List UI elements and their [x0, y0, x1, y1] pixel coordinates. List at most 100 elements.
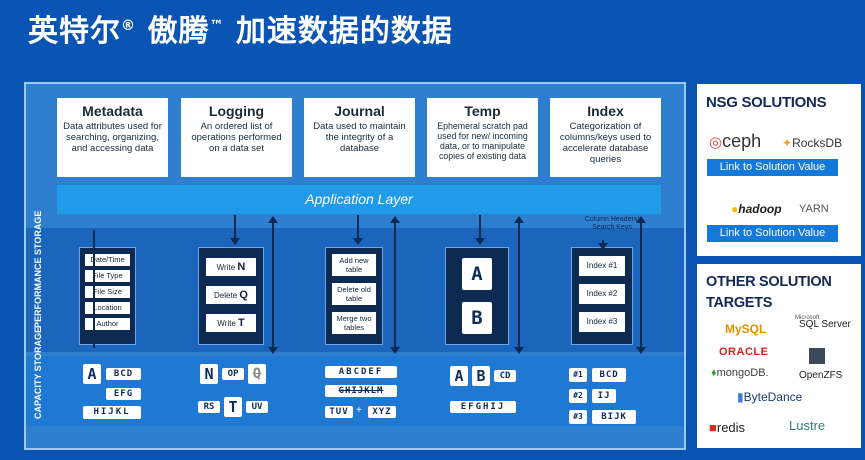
hadoop-logo: ●hadoop [731, 202, 782, 216]
logging-stack: Write N Delete Q Write T [198, 247, 264, 345]
capacity-tile-row: XYZ [368, 406, 396, 418]
link-to-solution-value-button[interactable]: Link to Solution Value [707, 225, 838, 242]
capacity-tile-row: TUV [325, 406, 353, 418]
card-index: Index Categorization of columns/keys use… [550, 98, 661, 177]
performance-tier-label: PERFORMANCE STORAGE [33, 210, 43, 328]
card-title: Temp [464, 103, 501, 119]
capacity-deleted-tile: Q [248, 364, 266, 384]
logo-text: ByteDance [743, 390, 803, 404]
card-description: An ordered list of operations performed … [191, 121, 282, 154]
journal-down-arrow [353, 215, 363, 245]
openzfs-icon [809, 348, 825, 364]
capacity-big-tile: A [450, 366, 468, 386]
capacity-tile-row: UV [246, 401, 268, 413]
index-number: #2 [569, 389, 587, 403]
metadata-stack: Date/Time File Type File Size Location A… [79, 247, 136, 345]
operation-key: Q [239, 289, 248, 301]
rocksdb-logo: ✦RocksDB [782, 136, 842, 150]
stack-item: Write N [206, 258, 256, 276]
rocksdb-icon: ✦ [782, 136, 793, 150]
index-note: Column Headers/ Search Keys [584, 216, 640, 231]
stack-item: Write T [206, 314, 256, 332]
openzfs-logo: OpenZFS [799, 370, 843, 381]
other-heading-line2: TARGETS [706, 295, 773, 311]
stack-item: Author [85, 318, 130, 330]
index-down-arrow [598, 240, 608, 250]
logging-bidirectional-arrow [268, 216, 278, 354]
card-journal: Journal Data used to maintain the integr… [304, 98, 415, 177]
card-title: Index [587, 103, 624, 119]
index-number: #1 [569, 368, 587, 382]
stack-item: Merge two tables [332, 312, 376, 334]
index-entry: #3 BIJK [569, 404, 637, 424]
temp-bidirectional-arrow [514, 216, 524, 354]
journal-stack: Add new table Delete old table Merge two… [325, 247, 383, 345]
temp-block-a: A [462, 258, 492, 290]
card-metadata: Metadata Data attributes used for search… [57, 98, 168, 177]
stack-item: Delete Q [206, 286, 256, 304]
logo-text: mongoDB. [716, 367, 769, 379]
card-title: Logging [208, 103, 265, 119]
capacity-tile-row: BCD [106, 368, 141, 380]
stack-item: File Size [85, 286, 130, 298]
operation-key: N [237, 261, 246, 273]
temp-down-arrow [475, 215, 485, 245]
card-logging: Logging An ordered list of operations pe… [181, 98, 292, 177]
capacity-big-tile: B [472, 366, 490, 386]
other-heading-line1: OTHER SOLUTION [706, 274, 832, 290]
capacity-tier-label: CAPACITY STORAGE [33, 326, 43, 419]
capacity-tile-row: HIJKL [83, 406, 141, 419]
title-product: 傲腾 [147, 14, 210, 49]
index-keys: BCD [592, 368, 627, 382]
stack-item: Index #3 [579, 312, 625, 332]
capacity-big-tile: A [83, 364, 101, 384]
diagram-stage: Metadata Data attributes used for search… [24, 82, 686, 450]
index-bidirectional-arrow [636, 216, 646, 354]
card-temp: Temp Ephemeral scratch pad used for new/… [427, 98, 538, 177]
capacity-tile-row: EFG [106, 388, 141, 400]
other-targets-panel: OTHER SOLUTION TARGETS MySQL Microsoft S… [697, 264, 861, 448]
operation-key: T [238, 317, 245, 329]
yarn-logo: YARN [799, 203, 829, 215]
logo-text: ceph [722, 131, 762, 151]
journal-bidirectional-arrow [390, 216, 400, 354]
capacity-big-tile: N [200, 364, 218, 384]
index-entry: #1 BCD [569, 362, 627, 382]
stack-item: Index #2 [579, 284, 625, 304]
index-keys: BIJK [592, 410, 637, 424]
card-title: Journal [334, 103, 385, 119]
registered-mark: ® [121, 18, 136, 34]
stack-item: Index #1 [579, 256, 625, 276]
stack-item: Date/Time [85, 254, 130, 266]
index-keys: IJ [592, 389, 617, 403]
hadoop-elephant-icon: ● [731, 202, 739, 216]
nsg-heading: NSG SOLUTIONS [706, 94, 827, 111]
stack-item: Delete old table [332, 283, 376, 305]
stack-item: File Type [85, 270, 130, 282]
bytedance-logo: ▮ByteDance [737, 390, 802, 404]
capacity-tile-row: EFGHIJ [450, 401, 516, 413]
trademark-mark: ™ [209, 18, 225, 34]
link-to-solution-value-button[interactable]: Link to Solution Value [707, 159, 838, 176]
temp-block-b: B [462, 302, 492, 334]
card-description: Data used to maintain the integrity of a… [313, 121, 406, 154]
nsg-solutions-panel: NSG SOLUTIONS ◎ceph ✦RocksDB Link to Sol… [697, 84, 861, 256]
operation-label: Write [216, 263, 238, 272]
logo-text: hadoop [738, 202, 782, 216]
metadata-flow-line [93, 230, 95, 348]
redis-logo: ■redis [709, 420, 745, 435]
logging-down-arrow [230, 215, 240, 245]
card-title: Metadata [82, 103, 143, 119]
lustre-logo: Lustre [789, 418, 826, 433]
mysql-logo: MySQL [725, 322, 767, 336]
title-rest: 加速数据的数据 [235, 14, 453, 49]
performance-tier: PERFORMANCE STORAGE Date/Time File Type … [26, 210, 684, 352]
redis-icon: ■ [709, 420, 717, 435]
capacity-tile-row: CD [494, 370, 516, 382]
ceph-icon: ◎ [709, 134, 723, 151]
card-description: Data attributes used for searching, orga… [63, 121, 162, 154]
leaf-icon: ♦ [711, 367, 717, 379]
merge-plus: + [356, 405, 362, 416]
ceph-logo: ◎ceph [709, 131, 761, 152]
capacity-tile-row: OP [222, 368, 244, 380]
